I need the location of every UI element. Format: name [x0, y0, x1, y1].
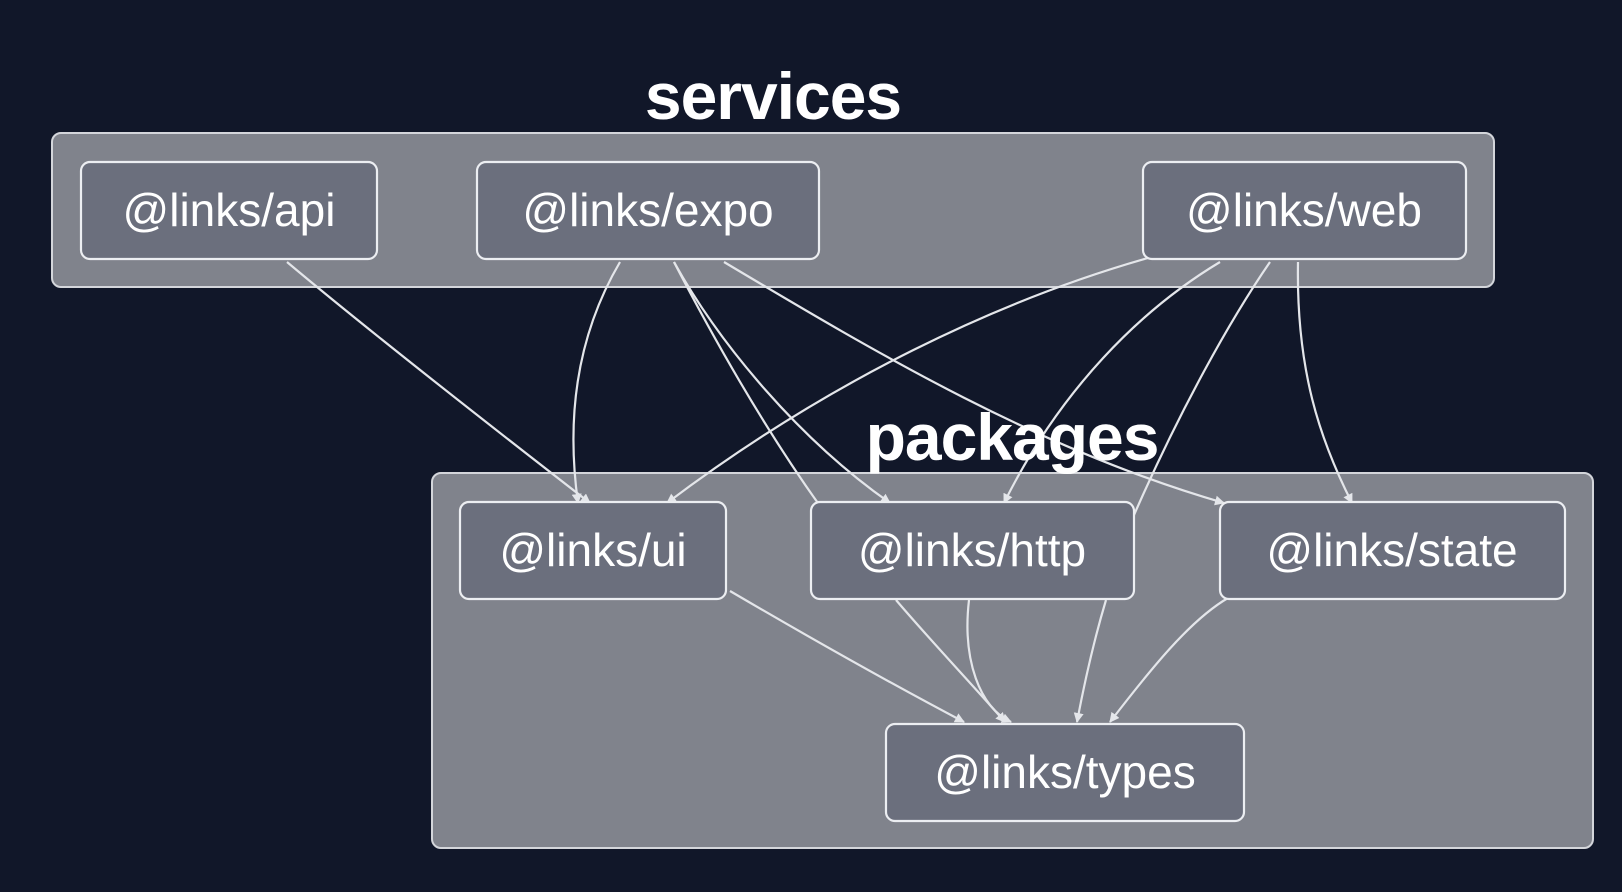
node-api-box[interactable] — [79, 160, 379, 261]
edge-web-state — [1296, 261, 1353, 504]
node-web-label: @links/web — [1186, 184, 1422, 236]
edge-api-ui — [286, 261, 591, 504]
node-api-label: @links/api — [123, 184, 336, 236]
node-state-box[interactable] — [1218, 500, 1567, 601]
node-http[interactable]: @links/http — [809, 500, 1136, 601]
edge-expo-ui — [571, 261, 621, 504]
node-types-box[interactable] — [884, 722, 1246, 823]
edge-http-types-b — [966, 599, 1012, 724]
node-state[interactable]: @links/state — [1218, 500, 1567, 601]
node-types-label: @links/types — [934, 746, 1195, 798]
edge-ui-types — [729, 590, 965, 723]
node-http-box[interactable] — [809, 500, 1136, 601]
edge-expo-http — [673, 261, 891, 504]
node-http-label: @links/http — [858, 524, 1086, 576]
node-expo-box[interactable] — [475, 160, 821, 261]
edge-expo-state — [723, 261, 1225, 506]
node-api[interactable]: @links/api — [79, 160, 379, 261]
edges — [286, 256, 1353, 724]
edge-web-http — [1003, 261, 1221, 504]
node-ui-box[interactable] — [458, 500, 728, 601]
edge-expo-types — [673, 261, 821, 507]
node-web-box[interactable] — [1141, 160, 1468, 261]
node-types[interactable]: @links/types — [884, 722, 1246, 823]
node-ui-label: @links/ui — [499, 524, 686, 576]
edge-http-types-c — [1073, 599, 1108, 723]
node-ui[interactable]: @links/ui — [458, 500, 728, 601]
node-web[interactable]: @links/web — [1141, 160, 1468, 261]
edge-web-types — [1132, 261, 1271, 516]
cluster-services-title: services — [645, 59, 901, 133]
node-expo[interactable]: @links/expo — [475, 160, 821, 261]
edge-state-types — [1109, 597, 1229, 723]
cluster-packages-title: packages — [866, 400, 1159, 474]
node-state-label: @links/state — [1266, 524, 1517, 576]
edge-web-ui — [666, 256, 1149, 504]
node-expo-label: @links/expo — [522, 184, 773, 236]
